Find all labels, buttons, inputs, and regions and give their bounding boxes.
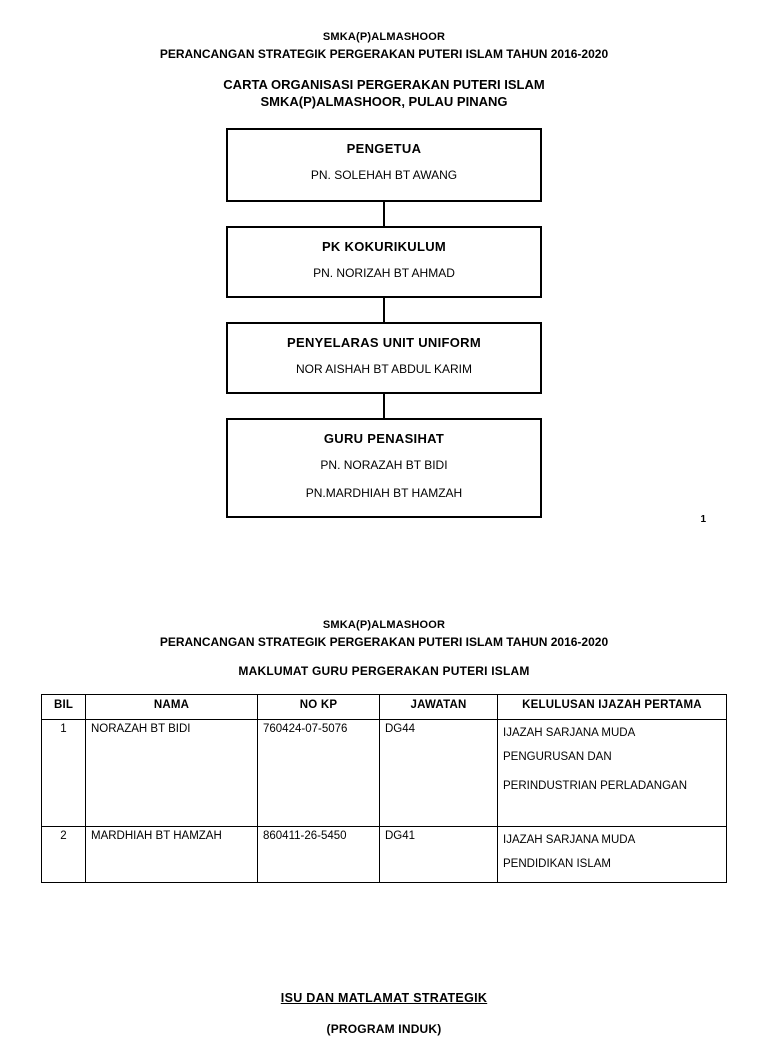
column-header-jawatan: JAWATAN	[379, 694, 498, 720]
org-box-person: PN. NORAZAH BT BIDI	[320, 458, 448, 472]
cell-jawatan: DG44	[379, 719, 498, 827]
org-box-penyelaras-unit-uniform: PENYELARAS UNIT UNIFORM NOR AISHAH BT AB…	[226, 322, 542, 394]
org-box-role: PENYELARAS UNIT UNIFORM	[287, 335, 481, 350]
teacher-info-table-wrapper: BIL NAMA NO KP JAWATAN KELULUSAN IJAZAH …	[41, 694, 727, 883]
section2-header: SMKA(P)ALMASHOOR PERANCANGAN STRATEGIK P…	[0, 618, 768, 678]
section2-school-name: SMKA(P)ALMASHOOR	[322, 619, 446, 631]
cell-no-kp: 760424-07-5076	[257, 719, 380, 827]
org-box-pengetua: PENGETUA PN. SOLEHAH BT AWANG	[226, 128, 542, 202]
header-plan-line: PERANCANGAN STRATEGIK PERGERAKAN PUTERI …	[159, 47, 609, 61]
kelulusan-line: IJAZAH SARJANA MUDA	[503, 727, 636, 739]
header-school-name: SMKA(P)ALMASHOOR	[322, 31, 446, 43]
org-box-person: PN. NORIZAH BT AHMAD	[313, 266, 455, 280]
page-number: 1	[700, 514, 706, 525]
kelulusan-line: PENDIDIKAN ISLAM	[503, 858, 611, 870]
org-box-role: PENGETUA	[346, 141, 422, 156]
table-row: 1 NORAZAH BT BIDI 760424-07-5076 DG44 IJ…	[41, 719, 727, 827]
org-connector-3	[383, 394, 385, 418]
column-header-nama: NAMA	[85, 694, 258, 720]
bottom-section: ISU DAN MATLAMAT STRATEGIK (PROGRAM INDU…	[0, 991, 768, 1036]
bottom-subtitle: (PROGRAM INDUK)	[326, 1022, 442, 1036]
cell-bil: 1	[41, 719, 86, 827]
cell-kelulusan: IJAZAH SARJANA MUDA PENDIDIKAN ISLAM	[497, 826, 727, 883]
document-page: SMKA(P)ALMASHOOR PERANCANGAN STRATEGIK P…	[0, 30, 768, 1054]
org-box-pk-kokurikulum: PK KOKURIKULUM PN. NORIZAH BT AHMAD	[226, 226, 542, 298]
cell-nama: NORAZAH BT BIDI	[85, 719, 258, 827]
cell-bil: 2	[41, 826, 86, 883]
chart-title-line-2: SMKA(P)ALMASHOOR, PULAU PINANG	[260, 94, 508, 109]
cell-nama: MARDHIAH BT HAMZAH	[85, 826, 258, 883]
cell-no-kp: 860411-26-5450	[257, 826, 380, 883]
table-row: 2 MARDHIAH BT HAMZAH 860411-26-5450 DG41…	[41, 826, 727, 883]
section2-plan-line: PERANCANGAN STRATEGIK PERGERAKAN PUTERI …	[159, 635, 609, 649]
teacher-info-table: BIL NAMA NO KP JAWATAN KELULUSAN IJAZAH …	[41, 694, 727, 883]
kelulusan-line: IJAZAH SARJANA MUDA	[503, 834, 636, 846]
org-box-person: PN. SOLEHAH BT AWANG	[310, 168, 458, 182]
org-box-role: PK KOKURIKULUM	[321, 239, 447, 254]
org-connector-1	[383, 202, 385, 226]
column-header-bil: BIL	[41, 694, 86, 720]
org-connector-2	[383, 298, 385, 322]
chart-title-line-1: CARTA ORGANISASI PERGERAKAN PUTERI ISLAM	[223, 77, 545, 92]
org-box-person: NOR AISHAH BT ABDUL KARIM	[295, 362, 473, 376]
document-header: SMKA(P)ALMASHOOR PERANCANGAN STRATEGIK P…	[0, 30, 768, 110]
column-header-no-kp: NO KP	[257, 694, 380, 720]
kelulusan-line: PERINDUSTRIAN PERLADANGAN	[503, 780, 688, 792]
cell-kelulusan: IJAZAH SARJANA MUDA PENGURUSAN DAN PERIN…	[497, 719, 727, 827]
table-header-row: BIL NAMA NO KP JAWATAN KELULUSAN IJAZAH …	[41, 694, 727, 720]
cell-jawatan: DG41	[379, 826, 498, 883]
bottom-title: ISU DAN MATLAMAT STRATEGIK	[280, 991, 488, 1005]
org-box-role: GURU PENASIHAT	[323, 431, 445, 446]
kelulusan-line: PENGURUSAN DAN	[503, 751, 612, 763]
org-box-guru-penasihat: GURU PENASIHAT PN. NORAZAH BT BIDI PN.MA…	[226, 418, 542, 518]
column-header-kelulusan: KELULUSAN IJAZAH PERTAMA	[497, 694, 727, 720]
section2-title: MAKLUMAT GURU PERGERAKAN PUTERI ISLAM	[238, 664, 530, 678]
org-box-person: PN.MARDHIAH BT HAMZAH	[305, 486, 463, 500]
org-chart: PENGETUA PN. SOLEHAH BT AWANG PK KOKURIK…	[0, 128, 768, 518]
